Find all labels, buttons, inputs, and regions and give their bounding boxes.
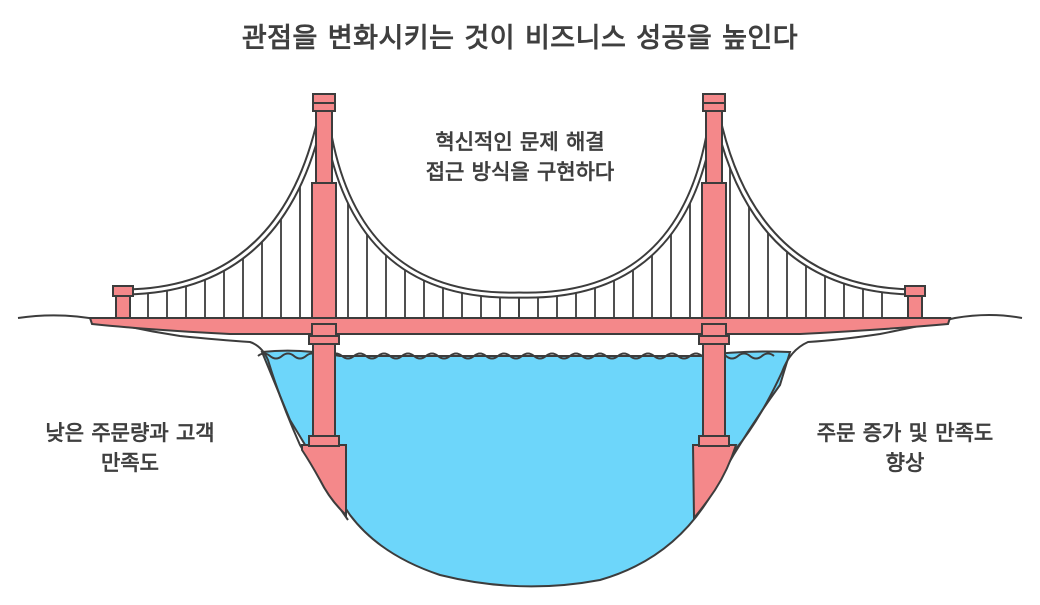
left-tower-base	[308, 435, 340, 447]
right-label-line-2: 향상	[885, 451, 925, 475]
center-label-line-2: 접근 방식을 구현하다	[425, 160, 615, 184]
left-label-line-1: 낮은 주문량과 고객	[45, 421, 215, 445]
right-tower-base	[698, 435, 730, 447]
right-deck-joint	[701, 323, 727, 337]
left-label-line-2: 만족도	[101, 451, 159, 475]
main-cables	[121, 96, 918, 299]
left-label: 낮은 주문량과 고객 만족도	[20, 418, 240, 478]
bridge-deck	[88, 317, 952, 335]
right-tower	[701, 93, 727, 337]
left-deck-joint	[311, 323, 337, 337]
water-surface-waves	[257, 352, 775, 360]
right-tower-collar	[698, 335, 730, 345]
left-anchor-post	[112, 285, 134, 320]
suspender-rods	[147, 162, 883, 318]
center-label: 혁신적인 문제 해결 접근 방식을 구현하다	[370, 127, 670, 187]
right-label-line-1: 주문 증가 및 만족도	[816, 421, 994, 445]
left-pier-footing	[301, 444, 347, 518]
right-pier-footing	[691, 444, 738, 521]
left-tower-lower	[312, 339, 336, 445]
right-label: 주문 증가 및 만족도 향상	[790, 418, 1020, 478]
left-tower	[311, 93, 337, 337]
right-tower-lower	[702, 339, 726, 445]
right-anchor-post	[904, 285, 926, 320]
diagram-title: 관점을 변화시키는 것이 비즈니스 성공을 높인다	[241, 23, 799, 54]
center-label-line-1: 혁신적인 문제 해결	[435, 130, 605, 154]
left-tower-collar	[308, 335, 340, 345]
